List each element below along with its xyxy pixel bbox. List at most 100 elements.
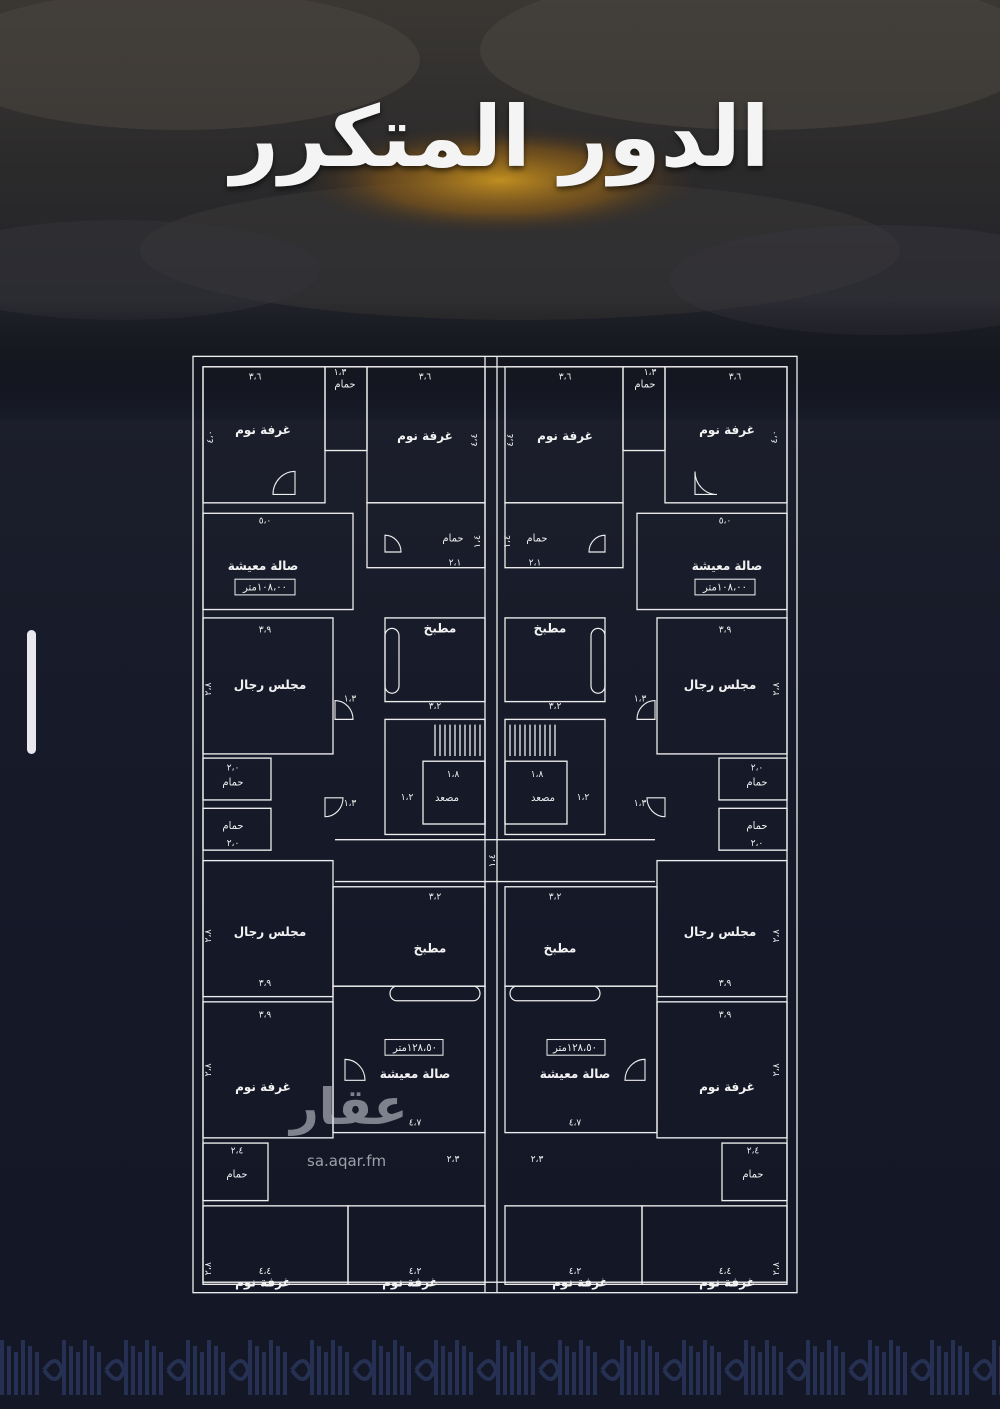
majlis-upper [202,617,334,755]
area-label-back: ١٢٨،٥٠متر [392,1043,437,1054]
area-box [384,1038,444,1056]
bedroom-back-3 [347,1205,486,1285]
dimension-label: ١،٣ [344,798,357,809]
kitchen-counter [389,985,481,1002]
room-label-bedroom: غرفة نوم [382,1275,438,1290]
dimension-label: ٤،٢ [569,1266,582,1277]
dimension-label: ٢،١ [449,557,462,568]
pattern-glyph [0,1340,65,1395]
area-box [694,578,756,596]
room-label-bedroom: غرفة نوم [699,423,755,438]
pattern-glyph [372,1340,437,1395]
room-label-bathroom: حمام [526,533,547,544]
dimension-label: ٢،٠ [227,762,240,773]
dimension-label: ١،٨ [447,769,460,780]
page-title: الدور المتكرر [230,88,770,186]
dimension-label: ٤،٢ [409,1266,422,1277]
dimension-label: ١،٣ [634,798,647,809]
dimension-label: ١،٤ [487,854,498,867]
dimension-label: ٤،٠ [769,430,780,443]
pattern-glyph [434,1340,499,1395]
dimension-label: ٢،٨ [203,1262,214,1275]
room-label-bedroom: غرفة نوم [235,1275,291,1290]
living-hall-front [636,512,788,611]
bedroom-back-2 [202,1205,349,1285]
room-label-kitchen: مطبخ [414,941,447,955]
decorative-pattern [0,1340,1000,1395]
area-label-front: ١٠٨،٠٠متر [702,583,747,594]
dimension-label: ٤،٧ [409,1117,422,1128]
area-box [234,578,296,596]
dimension-label: ٤،٤ [719,1266,732,1277]
room-label-bathroom: حمام [222,821,243,832]
dimension-label: ٤،٤ [505,433,516,446]
pattern-glyph [620,1340,685,1395]
area-label-front: ١٠٨،٠٠متر [242,583,287,594]
room-label-bathroom: حمام [746,821,767,832]
room-label-bedroom: غرفة نوم [397,429,453,444]
room-label-kitchen: مطبخ [544,941,577,955]
pattern-glyph [186,1340,251,1395]
area-box [546,1038,606,1056]
room-label-living-hall: صالة معيشة [228,559,299,573]
dimension-label: ١،٣ [634,693,647,704]
door-swing [324,797,344,818]
inner-wall [202,366,788,1283]
room-label-bathroom: حمام [334,380,355,391]
dimension-label: ٣،٩ [719,978,732,989]
room-label-bathroom: حمام [226,1169,247,1180]
floor-plan: غرفة نوم غرفة نوم حمام حمام صالة معيشة ١٠٨،٠٠… [192,355,798,1294]
cloudy-sky-background [0,0,1000,420]
kitchen-back [332,886,486,987]
door-swing [636,699,656,720]
bathroom-mid [366,502,486,569]
bathroom-back [721,1142,788,1202]
room-label-kitchen: مطبخ [534,621,567,635]
dimension-label: ٥،٠ [259,516,272,527]
majlis-upper [656,617,788,755]
scrollbar[interactable] [27,630,36,754]
dimension-label: ١،٣ [334,367,347,378]
pattern-glyph [558,1340,623,1395]
kitchen-back [504,886,658,987]
dimension-label: ٣،٩ [259,1009,272,1020]
dimension-label: ٢،٣ [531,1154,544,1165]
dimension-label: ٣،٦ [729,371,742,382]
dimension-label: ٣،٢ [549,891,562,902]
pattern-glyph [248,1340,313,1395]
kitchen-counter [590,627,606,694]
dimension-label: ١،٢ [401,792,414,803]
room-label-living-hall: صالة معيشة [540,1067,611,1081]
pattern-glyph [806,1340,871,1395]
area-label-back: ١٢٨،٥٠متر [552,1043,597,1054]
dimension-label: ٤،٠ [205,430,216,443]
dimension-label: ٢،٨ [771,929,782,942]
door-swing [624,1058,646,1081]
pattern-glyph [62,1340,127,1395]
watermark-url: sa.aqar.fm [307,1152,387,1170]
kitchen-counter [384,627,400,694]
room-label-bedroom: غرفة نوم [699,1275,755,1290]
dimension-label: ٢،٣ [447,1154,460,1165]
dimension-label: ١،٢ [577,792,590,803]
pattern-glyph [682,1340,747,1395]
dimension-label: ١،٤ [502,535,513,548]
bedroom-back-3 [504,1205,643,1285]
room-label-living-hall: صالة معيشة [380,1067,451,1081]
dimension-label: ٣،٩ [259,624,272,635]
room-label-elevator: مصعد [531,793,555,804]
room-label-majlis: مجلس رجال [684,925,757,939]
dimension-label: ١،٨ [531,769,544,780]
dimension-label: ٥،٠ [719,516,732,527]
bedroom-back-1 [656,1001,788,1139]
dimension-label: ٢،٠ [227,838,240,849]
room-label-bedroom: غرفة نوم [699,1080,755,1095]
door-swing [646,797,666,818]
door-swing [694,471,718,496]
dimension-label: ٣،٩ [259,978,272,989]
dimension-label: ٢،٤ [747,1145,760,1156]
door-swing [588,534,606,553]
dimension-label: ٢،١ [529,557,542,568]
bathroom-west-1 [202,757,272,801]
outer-wall [192,355,798,1294]
